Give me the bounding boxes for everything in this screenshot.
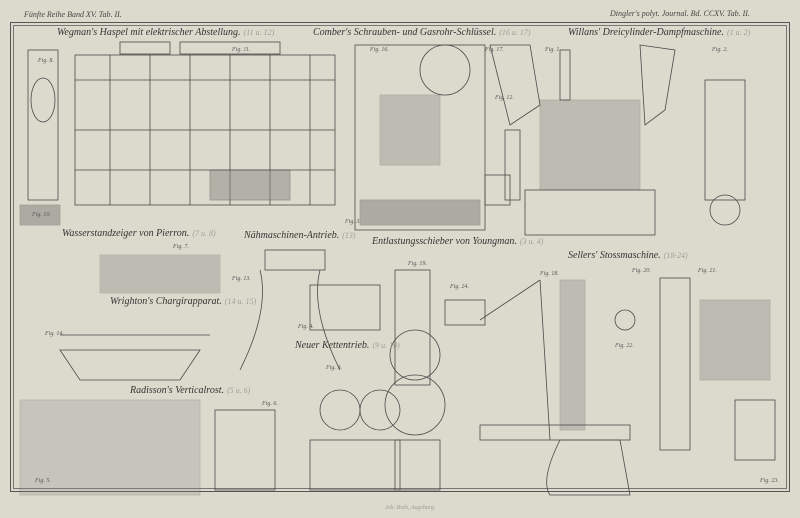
fig-label: Fig. 12. — [495, 95, 514, 101]
fig-label: Fig. 22. — [615, 343, 634, 349]
fig-label: Fig. 5. — [35, 478, 51, 484]
fig-label: Fig. 7. — [173, 244, 189, 250]
title-water-gauge: Wasserstandzeiger von Pierron.(7 u. 8) — [62, 228, 216, 239]
fig-label: Fig. 3. — [345, 219, 361, 225]
reel-machine-drawing — [74, 41, 336, 206]
plate-frame — [10, 22, 790, 492]
fig-label: Fig. 17. — [485, 47, 504, 53]
title-chain-drive: Neuer Kettentrieb.(9 u. 10) — [295, 340, 400, 351]
fig-label: Fig. 19. — [408, 261, 427, 267]
header-right: Dingler's polyt. Journal. Bd. CCXV. Tab.… — [610, 9, 750, 18]
title-slotting-machine: Sellers' Stossmaschine.(18-24) — [568, 250, 688, 261]
fig-label: Fig. 13. — [232, 276, 251, 282]
title-wrench: Comber's Schrauben- und Gasrohr-Schlüsse… — [313, 27, 531, 38]
water-gauge-drawing — [19, 49, 61, 226]
title-charging-apparatus: Wrighton's Chargirapparat.(14 u. 15) — [110, 296, 257, 307]
fig-label: Fig. 23. — [760, 478, 779, 484]
fig-label: Fig. 18. — [540, 271, 559, 277]
fig-label: Fig. 4. — [298, 324, 314, 330]
fig-label: Fig. 2. — [712, 47, 728, 53]
fig-label: Fig. 1. — [545, 47, 561, 53]
fig-label: Fig. 14. — [45, 331, 64, 337]
fig-label: Fig. 21. — [698, 268, 717, 274]
wrench-drawing — [354, 44, 541, 231]
fig-label: Fig. 9. — [326, 365, 342, 371]
fig-label: Fig. 16. — [370, 47, 389, 53]
title-steam-engine: Willans' Dreicylinder-Dampfmaschine.(1 u… — [568, 27, 751, 38]
title-vertical-grate: Radisson's Verticalrost.(5 u. 6) — [130, 385, 251, 396]
fig-label: Fig. 8. — [38, 58, 54, 64]
fig-label: Fig. 24. — [450, 284, 469, 290]
title-slide-valve: Entlastungsschieber von Youngman.(3 u. 4… — [372, 236, 544, 247]
fig-label: Fig. 20. — [632, 268, 651, 274]
title-sewing-drive: Nähmaschinen-Antrieb.(13) — [244, 230, 356, 241]
fig-label: Fig. 6. — [262, 401, 278, 407]
printer-imprint: Joh. Roth, Augsburg. — [385, 505, 436, 511]
header-left: Fünfte Reihe Band XV. Tab. II. — [24, 10, 122, 19]
fig-label: Fig. 10. — [32, 212, 51, 218]
title-reel: Wegman's Haspel mit elektrischer Abstell… — [57, 27, 275, 38]
fig-label: Fig. 11. — [232, 47, 251, 53]
lower-drawings — [19, 249, 776, 496]
steam-engine-drawing — [524, 44, 746, 236]
